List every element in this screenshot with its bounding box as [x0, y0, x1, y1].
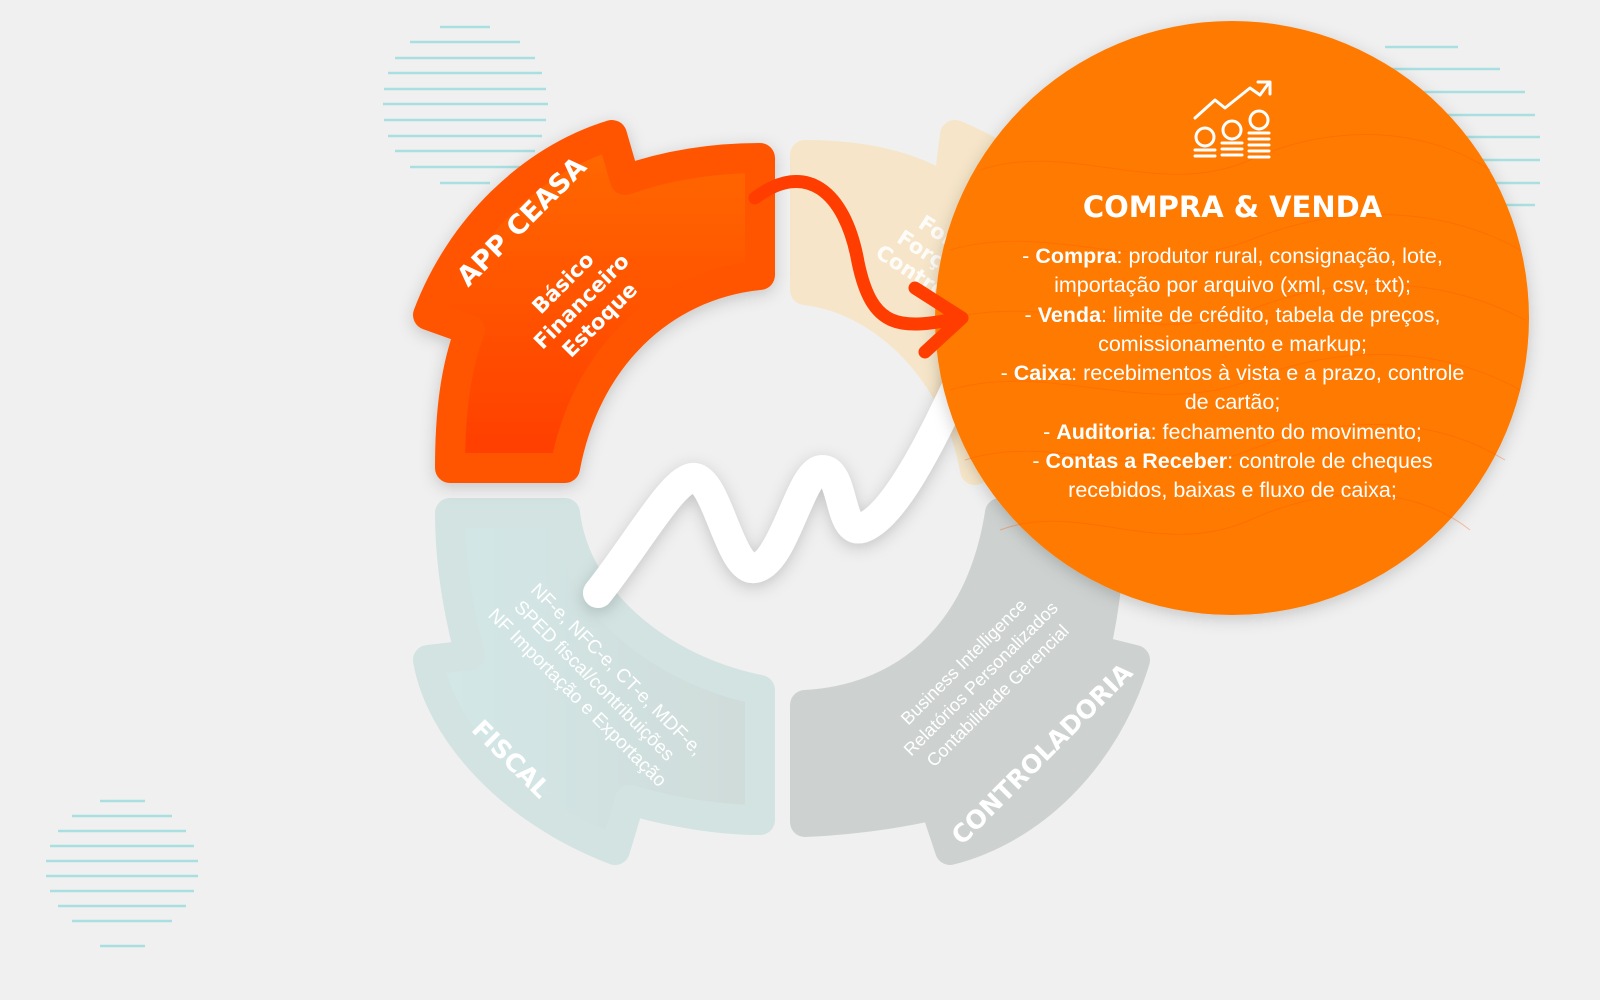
detail-item-label: Contas a Receber	[1045, 449, 1228, 474]
detail-item: - Caixa: recebimentos à vista e a prazo,…	[1000, 361, 1465, 415]
detail-item-label: Auditoria	[1056, 419, 1151, 444]
stripes-top-left	[383, 25, 548, 185]
detail-item: - Contas a Receber: controle de cheques …	[1032, 449, 1433, 503]
coins-growth-icon	[1193, 80, 1272, 159]
detail-circle	[935, 21, 1529, 615]
detail-item-label: Compra	[1035, 244, 1117, 268]
detail-item-text: : recebimentos à vista e a prazo, contro…	[1071, 361, 1465, 415]
detail-item-text: : fechamento do movimento;	[1150, 419, 1422, 444]
detail-item: - Venda: limite de crédito, tabela de pr…	[1024, 302, 1441, 356]
detail-item-text: : limite de crédito, tabela de preços, c…	[1098, 302, 1441, 356]
detail-item-label: Caixa	[1013, 361, 1072, 386]
arrow	[748, 174, 969, 359]
detail-item-text: : produtor rural, consignação, lote, imp…	[1054, 244, 1443, 298]
growth-wave-line	[583, 355, 980, 608]
circle-texture	[944, 134, 1526, 535]
stripes-bottom-left	[46, 799, 198, 948]
segment-fiscal[interactable]	[413, 498, 775, 865]
detail-item: - Auditoria: fechamento do movimento;	[1043, 419, 1422, 444]
detail-title: COMPRA & VENDA	[1082, 190, 1383, 224]
detail-item-label: Venda	[1037, 302, 1102, 327]
segment-app-ceasa[interactable]	[413, 120, 775, 483]
segment-controladoria[interactable]	[790, 498, 1150, 865]
detail-item-text: : controle de cheques recebidos, baixas …	[1068, 449, 1433, 503]
detail-panel: COMPRA & VENDA - Compra: produtor rural,…	[990, 80, 1475, 506]
detail-item: - Compra: produtor rural, consignação, l…	[1022, 244, 1443, 298]
